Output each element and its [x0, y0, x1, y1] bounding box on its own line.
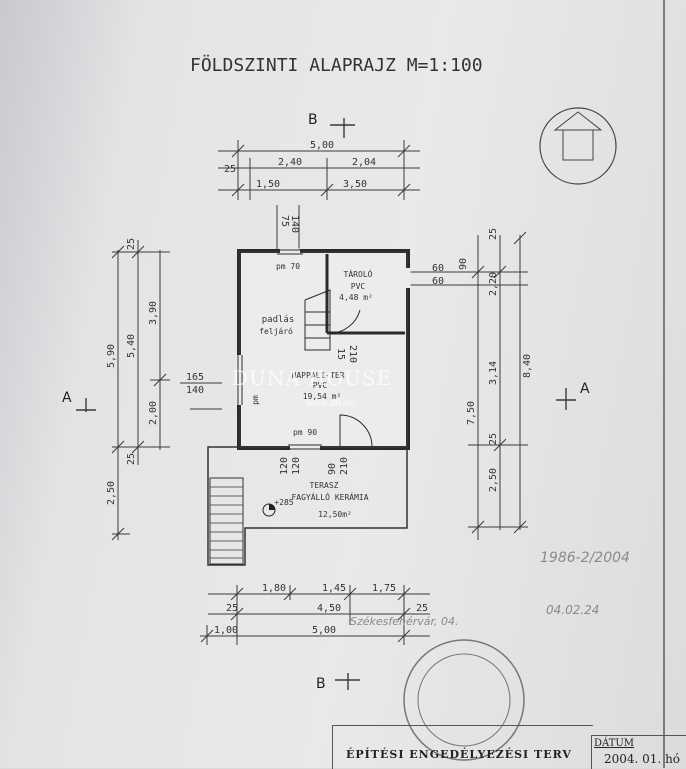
dim-top-total: 5,00	[310, 140, 334, 151]
dim-top-350: 3,50	[343, 179, 367, 190]
north-arrow-icon	[539, 107, 617, 185]
dim-door-210b: 210	[347, 345, 358, 363]
plan-title: FÖLDSZINTI ALAPRAJZ M=1:100	[190, 55, 483, 76]
dim-left-250: 2,50	[106, 481, 117, 505]
dim-bottom-25a: 25	[226, 603, 238, 614]
plan-type-label: ÉPÍTÉSI ENGEDÉLYEZÉSI TERV	[346, 748, 572, 761]
dim-top-small-140: 140	[289, 215, 300, 233]
loft-name: padlás	[262, 315, 295, 325]
dim-right-25b: 25	[488, 433, 499, 445]
right-dimension-chains	[410, 231, 528, 540]
section-b-top: B	[308, 112, 318, 128]
dim-left-25b: 25	[126, 453, 137, 465]
dim-left-590: 5,90	[106, 344, 117, 368]
section-a-left: A	[62, 390, 72, 406]
date-value: 2004. 01. hó	[604, 752, 681, 766]
dim-right-60a: 60	[432, 263, 444, 274]
dim-bottom-450: 4,50	[317, 603, 341, 614]
dim-bottom-180: 1,80	[262, 583, 286, 594]
top-window-label: pm 70	[276, 262, 300, 271]
section-a-right: A	[580, 381, 590, 397]
dim-right-220: 2,20	[488, 272, 499, 296]
side-opening-label: pm	[251, 395, 260, 405]
section-letters: B B A A	[62, 112, 590, 692]
dim-bottom-25b: 25	[416, 603, 428, 614]
watermark-brand: DUNA HOUSE	[232, 366, 393, 390]
living-area: 19,54 m²	[303, 392, 342, 401]
terrace-area: 12,50m²	[318, 510, 352, 519]
top-dimension-chain	[218, 140, 420, 200]
terrace-floor: FAGYÁLLÓ KERÁMIA	[291, 491, 368, 502]
storage-area: 4,48 m²	[339, 293, 373, 302]
dim-right-60b: 60	[432, 276, 444, 287]
dim-left-200: 2,00	[148, 401, 159, 425]
dim-door-90: 90	[327, 463, 338, 475]
dimension-labels: 5,00 25 2,40 2,04 1,50 3,50 75 140 5,90 …	[106, 140, 533, 636]
dim-top-small-75: 75	[279, 215, 290, 227]
loft-sub: feljáró	[259, 326, 293, 336]
storage-floor: PVC	[351, 282, 366, 291]
handwritten-date: 04.02.24	[546, 603, 599, 617]
dim-left-25a: 25	[126, 238, 137, 250]
bottom-window-label: pm 90	[293, 428, 317, 437]
living-name: NAPPALI-TÉR	[292, 369, 345, 380]
left-dimension-chains	[111, 240, 222, 541]
dim-left-165: 165	[186, 372, 204, 383]
dim-left-390: 3,90	[148, 301, 159, 325]
terrace-name: TERASZ	[310, 481, 339, 490]
dim-top-150: 1,50	[256, 179, 280, 190]
dim-bottom-175: 1,75	[372, 583, 396, 594]
level-mark: +285	[274, 498, 293, 507]
handwritten-city: Székesfehérvár, 04.	[350, 615, 459, 628]
dim-left-540: 5,40	[126, 334, 137, 358]
building-walls	[236, 248, 411, 451]
dim-bottom-100: 1,00	[214, 625, 238, 636]
title-block	[332, 725, 593, 769]
date-label: DÁTUM	[594, 738, 635, 749]
dim-top-25: 25	[224, 164, 236, 175]
handwritten-notes: 1986-2/2004 Székesfehérvár, 04. 04.02.24	[350, 550, 630, 628]
dim-right-314: 3,14	[488, 361, 499, 385]
terrace-outline	[207, 446, 408, 566]
dim-right-750: 7,50	[466, 401, 477, 425]
dim-top-204: 2,04	[352, 157, 376, 168]
room-labels: TÁROLÓ PVC 4,48 m² padlás feljáró NAPPAL…	[251, 262, 373, 519]
dim-top-240: 2,40	[278, 157, 302, 168]
stamp-icon	[403, 639, 525, 761]
dim-right-25a: 25	[488, 228, 499, 240]
dim-right-840: 8,40	[522, 354, 533, 378]
handwritten-ref: 1986-2/2004	[540, 550, 630, 566]
dim-right-250: 2,50	[488, 468, 499, 492]
dim-door-120b: 120	[291, 457, 302, 475]
dim-door-15: 15	[335, 348, 346, 360]
dim-left-140: 140	[186, 385, 204, 396]
level-marker-fill	[269, 504, 275, 510]
bottom-dimension-chains	[200, 585, 430, 645]
living-floor: PVC	[313, 381, 328, 390]
dim-door-210a: 210	[339, 457, 350, 475]
section-cut-marks	[76, 118, 576, 690]
dim-door-120a: 120	[279, 457, 290, 475]
date-box	[591, 735, 686, 769]
dim-right-90: 90	[458, 258, 469, 270]
dim-bottom-500: 5,00	[312, 625, 336, 636]
dim-bottom-145: 1,45	[322, 583, 346, 594]
watermark-url: www.dh.hu	[306, 398, 355, 409]
storage-name: TÁROLÓ	[344, 268, 373, 279]
section-b-bottom: B	[316, 676, 326, 692]
